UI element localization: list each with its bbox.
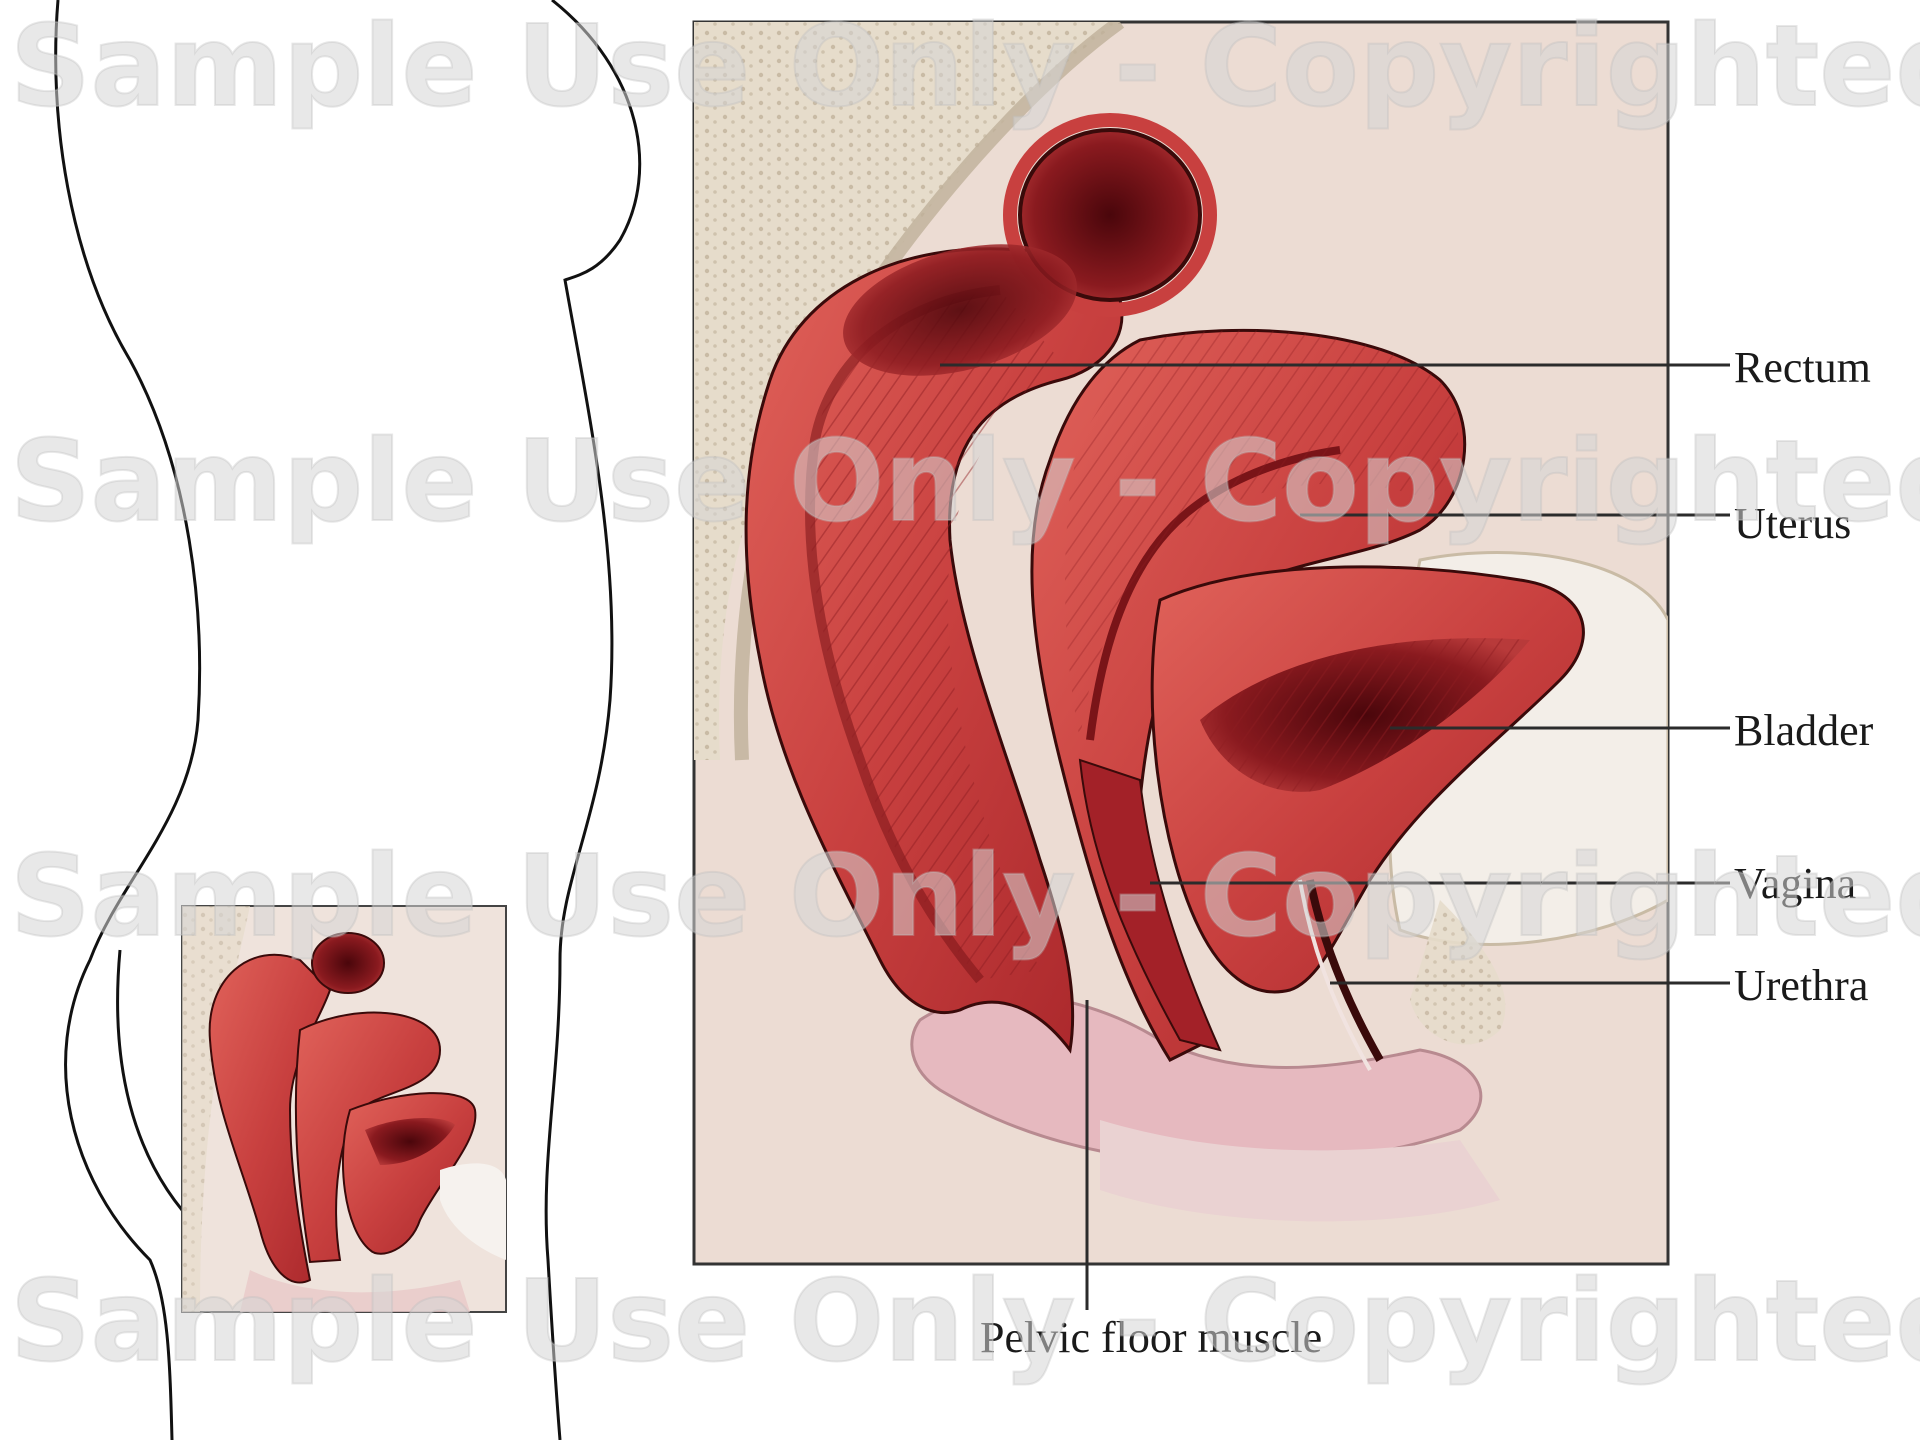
main-inset (694, 22, 1668, 1264)
label-bladder: Bladder (1734, 706, 1874, 755)
watermark-row-2: Sample Use Only - Copyrighted (10, 417, 1920, 547)
small-inset (182, 906, 506, 1312)
label-urethra: Urethra (1734, 961, 1868, 1010)
front-contour (546, 0, 640, 1440)
watermark-row-1: Sample Use Only - Copyrighted (10, 2, 1920, 132)
watermark-row-4: Sample Use Only - Copyrighted (10, 1257, 1920, 1387)
back-contour (56, 0, 200, 1440)
label-rectum: Rectum (1734, 343, 1871, 392)
watermark-row-3: Sample Use Only - Copyrighted (10, 832, 1920, 962)
